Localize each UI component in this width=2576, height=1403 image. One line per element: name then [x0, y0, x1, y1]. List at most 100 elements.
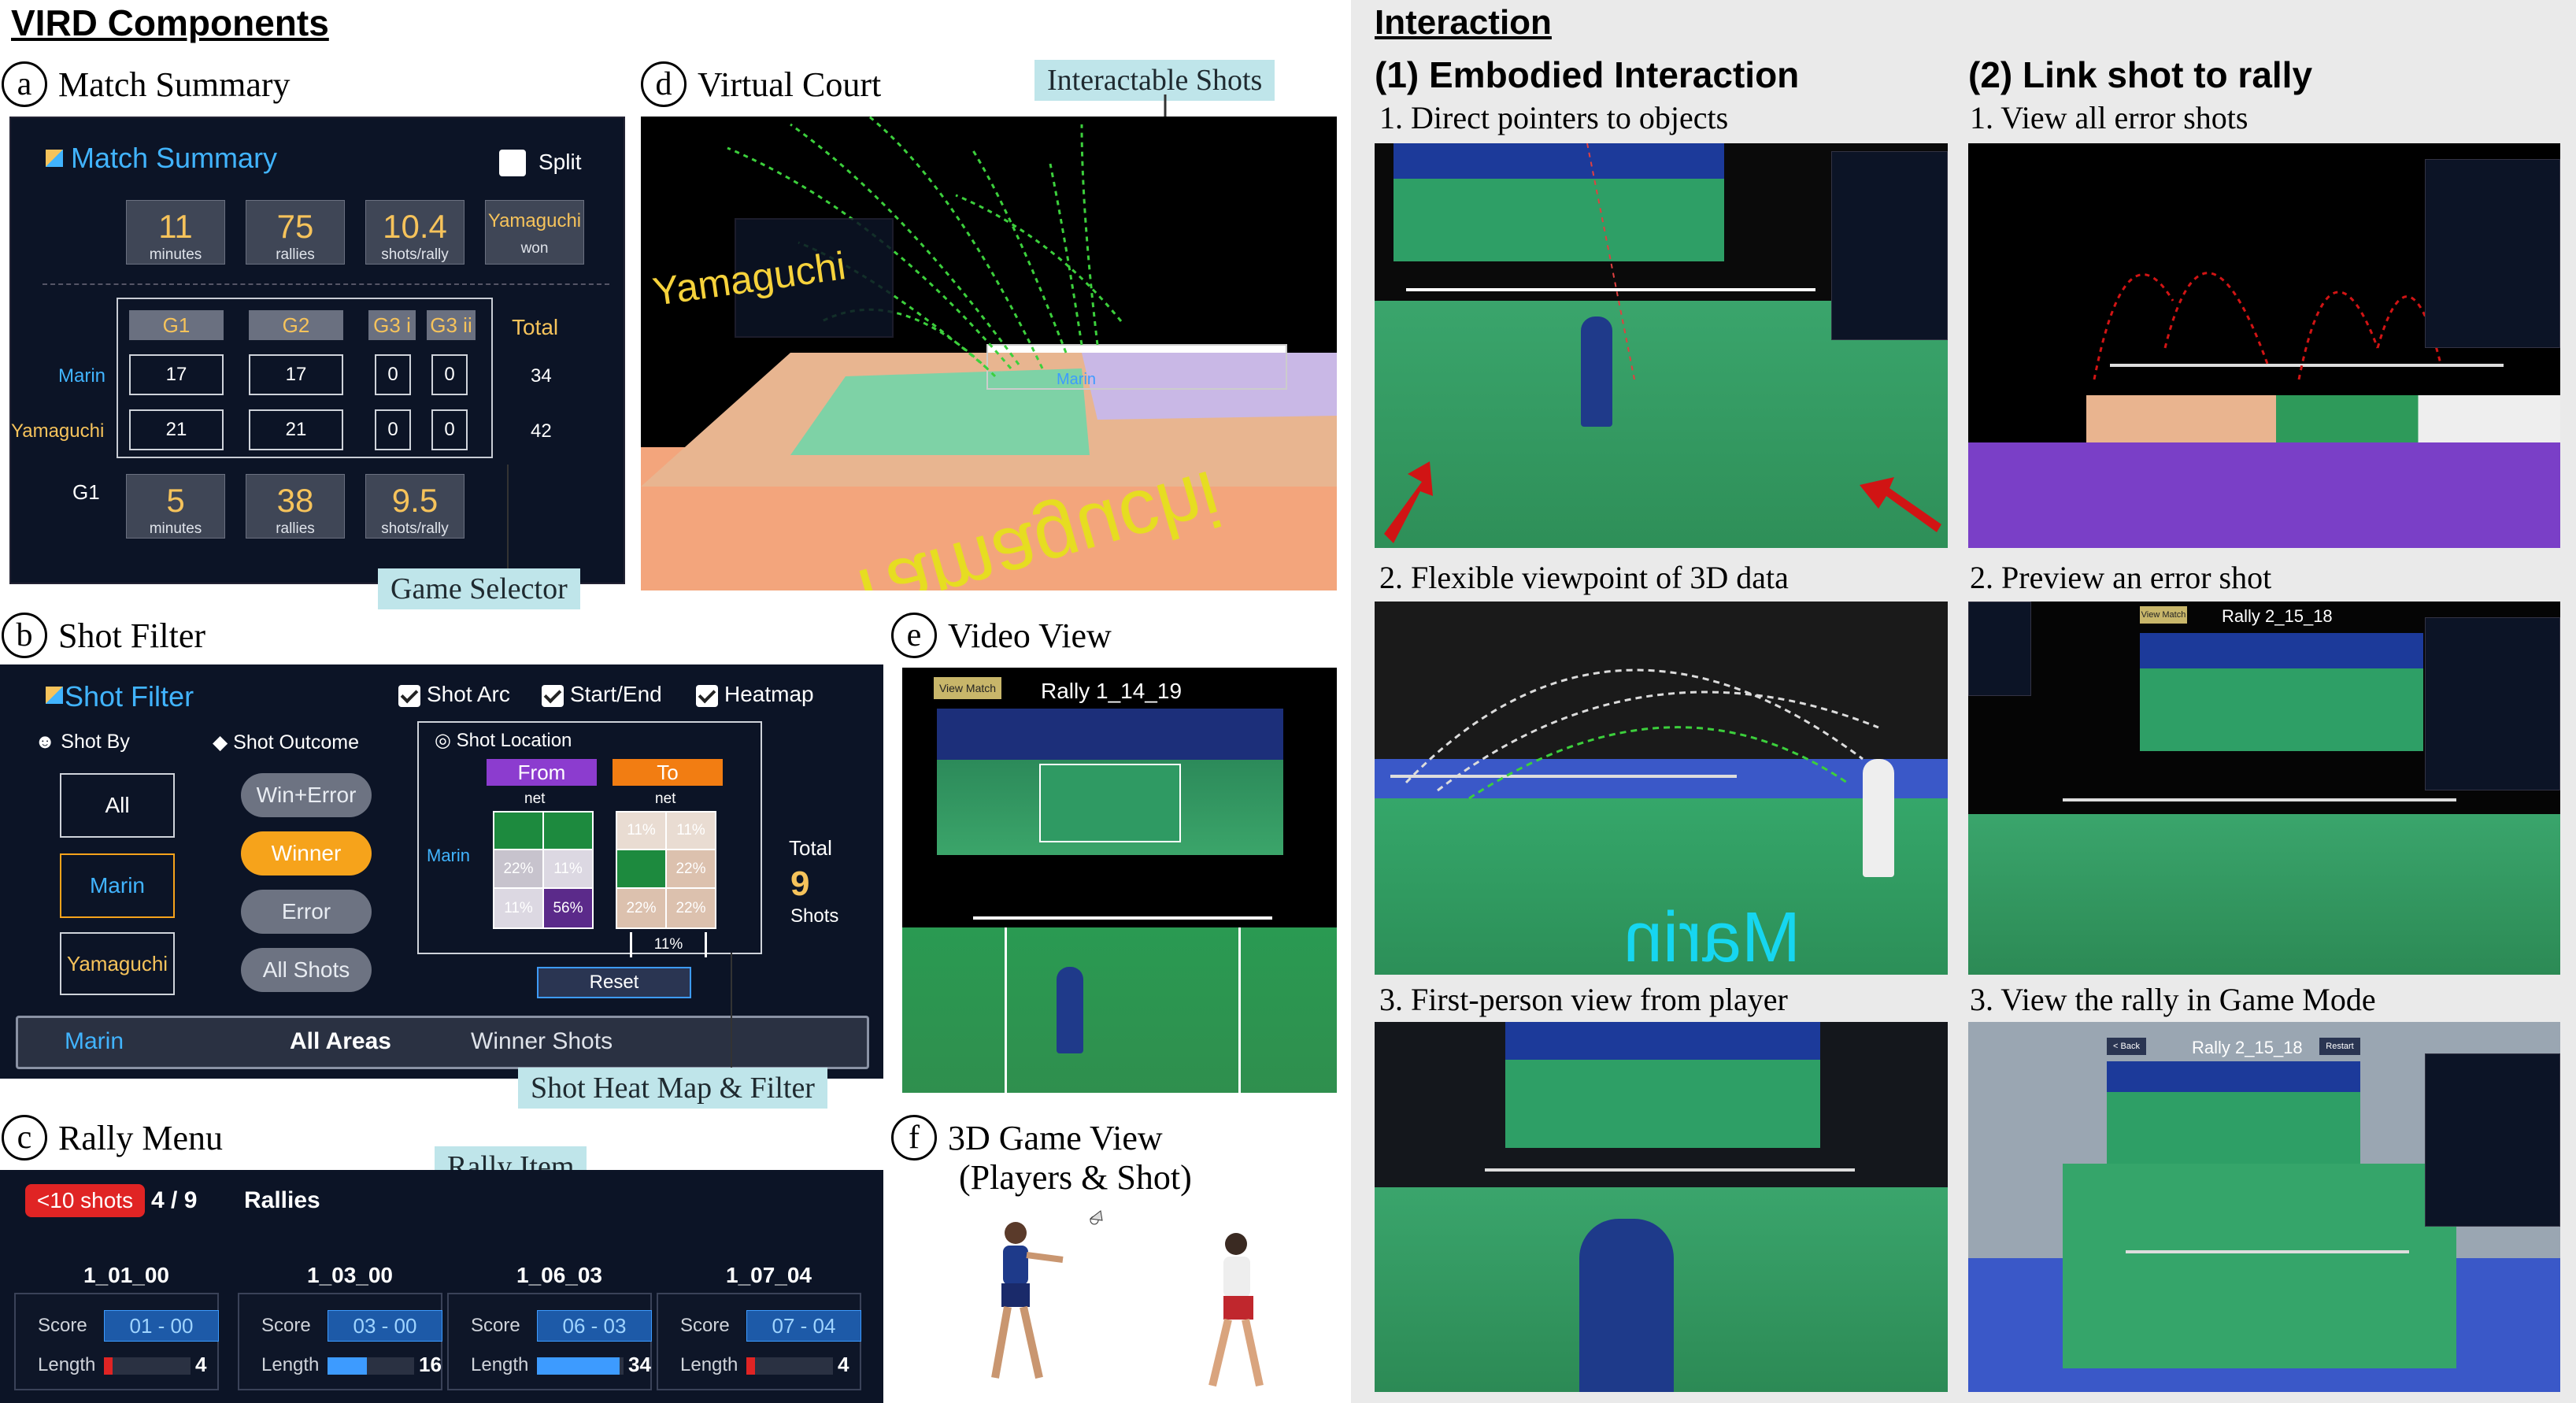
game-selector-callout: Game Selector [378, 568, 580, 609]
out-area-cell[interactable]: 11% [630, 932, 707, 957]
floating-menu-panel[interactable] [2425, 1053, 2560, 1227]
video-frame [1393, 143, 1724, 261]
player-yamaguchi-label: Yamaguchi [11, 420, 105, 442]
total-shots-value: 9 [790, 864, 810, 903]
diamond-icon: ◆ [213, 731, 234, 753]
target-icon: ◎ [435, 730, 457, 751]
shot-location-box [417, 721, 762, 954]
outcome-all-shots[interactable]: All Shots [241, 948, 372, 992]
rally-score: 07 - 04 [746, 1310, 861, 1342]
section-a-title: Match Summary [58, 65, 291, 104]
rally-item-id: 1_06_03 [516, 1263, 603, 1287]
length-bar-fill [328, 1357, 367, 1375]
length-label: Length [471, 1354, 529, 1375]
length-bar-fill [537, 1357, 620, 1375]
floating-summary-panel[interactable] [735, 218, 894, 338]
video-frame [2107, 1061, 2360, 1164]
stat-value: 11 [158, 208, 193, 245]
game-tab-g3ii[interactable]: G3 ii [427, 310, 476, 340]
game-tab-g2[interactable]: G2 [249, 310, 343, 340]
shot-location-label: Shot Location [456, 730, 572, 751]
filter-status-bar [16, 1016, 869, 1069]
length-value: 34 [628, 1353, 651, 1376]
preview-error-image[interactable]: View Match Rally 2_15_18 [1968, 602, 2560, 975]
check-heatmap[interactable]: Heatmap [696, 682, 814, 707]
net-icon [2063, 798, 2456, 801]
floating-menu-panel[interactable] [2425, 159, 2560, 348]
net-icon [973, 916, 1272, 920]
length-label: Length [38, 1354, 96, 1375]
game-label: G1 [72, 480, 100, 504]
length-bar-track [537, 1357, 624, 1375]
player-filter-all[interactable]: All [60, 773, 175, 838]
floating-summary-panel[interactable] [1968, 602, 2031, 696]
viewpoint-image[interactable]: Marin [1375, 602, 1948, 975]
heatmap-cell: 11% [494, 889, 542, 927]
score-label: Score [471, 1315, 520, 1336]
check-shot-arc[interactable]: Shot Arc [398, 682, 510, 707]
heatmap-player-label: Marin [427, 846, 471, 865]
heatmap-cell: 11% [617, 813, 665, 849]
first-person-image[interactable] [1375, 1022, 1948, 1392]
pointer-interaction-image[interactable] [1375, 143, 1948, 548]
outcome-error[interactable]: Error [241, 890, 372, 934]
score-cell: 17 [249, 354, 343, 395]
col2-caption-1: 1. View all error shots [1970, 100, 2248, 135]
check-start-end[interactable]: Start/End [542, 682, 662, 707]
rallies-label: Rallies [244, 1187, 320, 1213]
shot-count-filter-badge[interactable]: <10 shots [25, 1184, 145, 1217]
section-d-heading: d Virtual Court [641, 61, 881, 107]
length-bar-fill [746, 1357, 755, 1375]
shuttlecock-icon [1089, 1210, 1103, 1225]
outcome-win-error[interactable]: Win+Error [241, 773, 372, 817]
score-cell: 0 [431, 354, 468, 395]
game-mode-image[interactable]: < Back Rally 2_15_18 Restart [1968, 1022, 2560, 1392]
section-c-title: Rally Menu [58, 1118, 223, 1157]
player-filter-yamaguchi[interactable]: Yamaguchi [60, 932, 175, 995]
shot-location-header: ◎ Shot Location [435, 729, 572, 752]
section-c-heading: c Rally Menu [2, 1115, 223, 1161]
match-video-frame[interactable] [937, 709, 1283, 855]
back-button[interactable]: < Back [2107, 1038, 2146, 1055]
floating-menu-panel[interactable] [2425, 617, 2560, 790]
view-match-button[interactable]: View Match [934, 677, 1001, 699]
col1-caption-2: 2. Flexible viewpoint of 3D data [1379, 560, 1789, 595]
stat-label: minutes [149, 520, 202, 537]
stat-label: shots/rally [381, 246, 449, 263]
from-heatmap: 22% 11% 11% 56% [493, 811, 594, 929]
right-title: Interaction [1375, 3, 1552, 42]
restart-button[interactable]: Restart [2319, 1038, 2360, 1055]
shot-outcome-header: ◆ Shot Outcome [213, 731, 359, 754]
callout-line [507, 465, 509, 575]
net-icon [1406, 288, 1815, 320]
heatmap-cell: 11% [667, 813, 715, 849]
reset-button[interactable]: Reset [537, 967, 691, 998]
court-line [1005, 927, 1241, 1093]
game-tab-g3i[interactable]: G3 i [368, 310, 416, 340]
virtual-court-image[interactable]: Yamaguchi Yamaguchi Marin [641, 117, 1337, 590]
game-tab-g1[interactable]: G1 [129, 310, 224, 340]
split-checkbox[interactable] [499, 150, 526, 176]
floating-menu-panel[interactable] [1831, 151, 1948, 340]
rally-score: 06 - 03 [537, 1310, 652, 1342]
pointer-ray [1586, 143, 1635, 380]
error-shot-arcs [2093, 272, 2442, 380]
player-filter-marin[interactable]: Marin [60, 853, 175, 918]
video-view-image[interactable]: View Match Rally 1_14_19 [902, 668, 1337, 1093]
net-icon [2126, 1250, 2409, 1253]
view-match-button[interactable]: View Match [2140, 606, 2187, 624]
rally-item[interactable]: Score 06 - 03 Length 34 [447, 1293, 652, 1390]
from-header: From [487, 759, 597, 786]
section-b-heading: b Shot Filter [2, 613, 205, 658]
net-icon [1485, 1168, 1855, 1172]
error-shots-image[interactable] [1968, 143, 2560, 548]
outcome-winner[interactable]: Winner [241, 831, 372, 875]
